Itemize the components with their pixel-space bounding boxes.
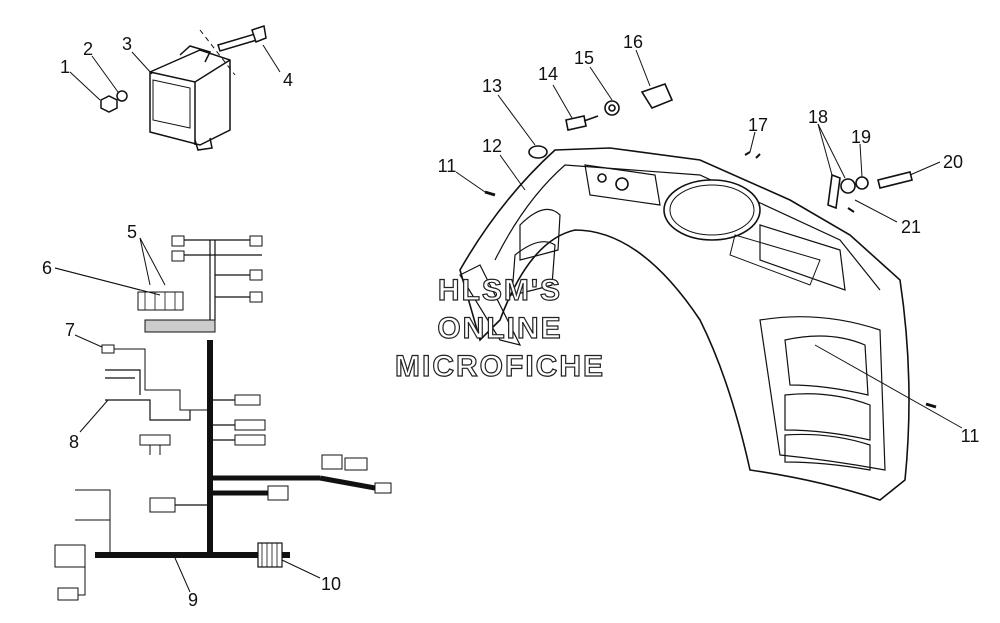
ring-part <box>840 178 856 194</box>
callout-10: 10 <box>321 574 341 594</box>
washer-part <box>116 90 128 102</box>
callout-6: 6 <box>42 258 52 278</box>
callout-8: 8 <box>69 432 79 452</box>
watermark-line-1: HLSM'S <box>438 274 562 307</box>
callout-labels: 1 2 3 4 5 6 7 8 9 10 11 11 12 13 14 15 1… <box>42 32 979 610</box>
shaft-part <box>877 171 913 189</box>
callout-14: 14 <box>538 64 558 84</box>
watermark: HLSM'S ONLINE MICROFICHE <box>394 273 605 383</box>
callout-18: 18 <box>808 107 828 127</box>
key-part <box>565 115 599 131</box>
cdi-module-assembly <box>69 25 281 151</box>
callout-9: 9 <box>188 590 198 610</box>
speedometer-opening <box>663 179 761 241</box>
callout-17: 17 <box>748 115 768 135</box>
callout-11-bottom: 11 <box>961 426 980 446</box>
cap-part <box>640 83 674 109</box>
callout-19: 19 <box>851 127 871 147</box>
callout-12: 12 <box>482 136 502 156</box>
callout-13: 13 <box>482 76 502 96</box>
screw-part <box>744 151 761 159</box>
callout-3: 3 <box>122 34 132 54</box>
callout-20: 20 <box>943 152 963 172</box>
callout-16: 16 <box>623 32 643 52</box>
callout-11-top: 11 <box>438 156 457 176</box>
callout-4: 4 <box>283 70 293 90</box>
callout-5: 5 <box>127 222 137 242</box>
wiring-harness <box>54 235 392 601</box>
callout-21: 21 <box>901 217 921 237</box>
lever-part <box>827 173 841 210</box>
watermark-line-3: MICROFICHE <box>395 350 605 383</box>
fastener-part <box>484 190 496 197</box>
watermark-line-2: ONLINE <box>437 312 562 345</box>
dash-panel-assembly <box>455 49 963 501</box>
callout-2: 2 <box>83 39 93 59</box>
bolt-part <box>217 25 267 52</box>
grommet-part <box>604 100 620 116</box>
callout-15: 15 <box>574 48 594 68</box>
callout-7: 7 <box>65 320 75 340</box>
callout-1: 1 <box>60 57 70 77</box>
plug-part <box>528 145 548 159</box>
nut-part <box>100 95 118 113</box>
